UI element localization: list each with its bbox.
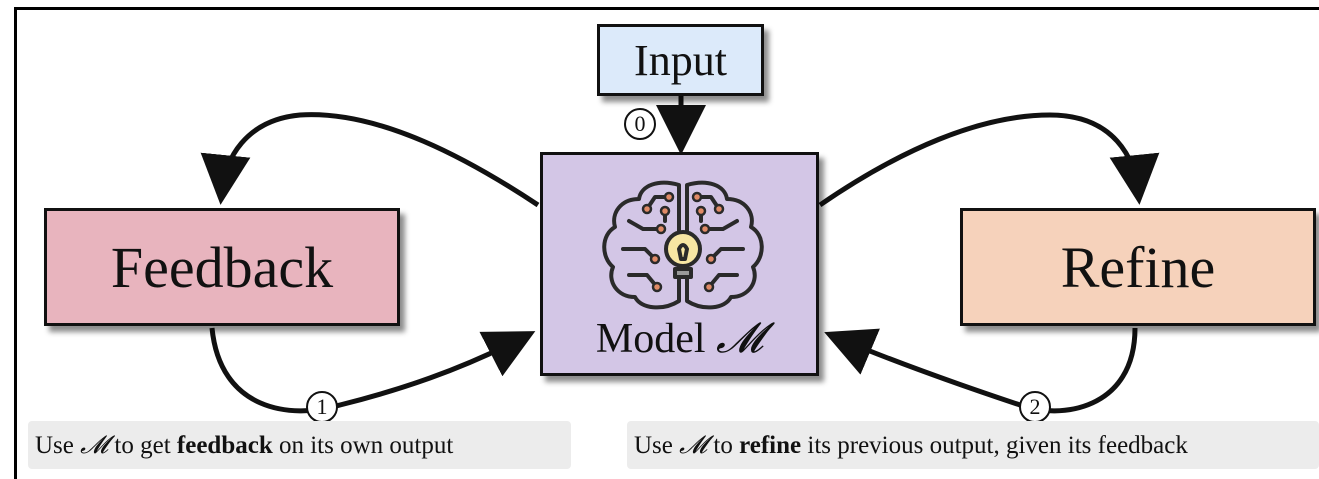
model-symbol: 𝓜 <box>716 313 764 362</box>
arrow-feedback-to-model <box>209 327 536 414</box>
arrow-model-to-feedback <box>200 112 540 208</box>
caption-left-post: on its own output <box>272 432 454 459</box>
refine-label: Refine <box>1060 234 1216 300</box>
model-node: Model 𝓜 <box>540 152 819 376</box>
figure-frame <box>14 7 1319 479</box>
caption-feedback: Use 𝓜 to get feedback on its own output <box>28 421 571 469</box>
step-2-number: 2 <box>1029 394 1041 419</box>
caption-left-pre: Use <box>35 432 81 459</box>
caption-right-pre: Use <box>634 432 680 459</box>
step-1-badge: 1 <box>306 391 338 423</box>
caption-left-bold: feedback <box>176 432 273 459</box>
caption-left-symbol: 𝓜 <box>80 430 109 459</box>
step-0-number: 0 <box>634 111 646 136</box>
refine-node: Refine <box>960 208 1316 326</box>
input-label: Input <box>634 35 727 85</box>
caption-right-mid: to <box>707 432 740 459</box>
feedback-label: Feedback <box>110 234 334 300</box>
arrow-model-to-refine <box>818 112 1160 208</box>
arrow-refine-to-model <box>824 327 1138 414</box>
step-1-number: 1 <box>316 394 328 419</box>
step-0-badge: 0 <box>624 108 656 140</box>
step-2-badge: 2 <box>1019 391 1051 423</box>
feedback-node: Feedback <box>44 208 400 326</box>
input-node: Input <box>597 24 764 96</box>
caption-right-post: its previous output, given its feedback <box>801 432 1188 459</box>
caption-right-bold: refine <box>739 432 802 459</box>
caption-right-symbol: 𝓜 <box>679 430 708 459</box>
model-label-text: Model <box>595 316 706 362</box>
caption-left-mid: to get <box>108 432 177 459</box>
brain-lightbulb-icon <box>602 180 764 310</box>
model-label: Model 𝓜 <box>543 313 816 363</box>
caption-refine: Use 𝓜 to refine its previous output, giv… <box>627 421 1319 469</box>
